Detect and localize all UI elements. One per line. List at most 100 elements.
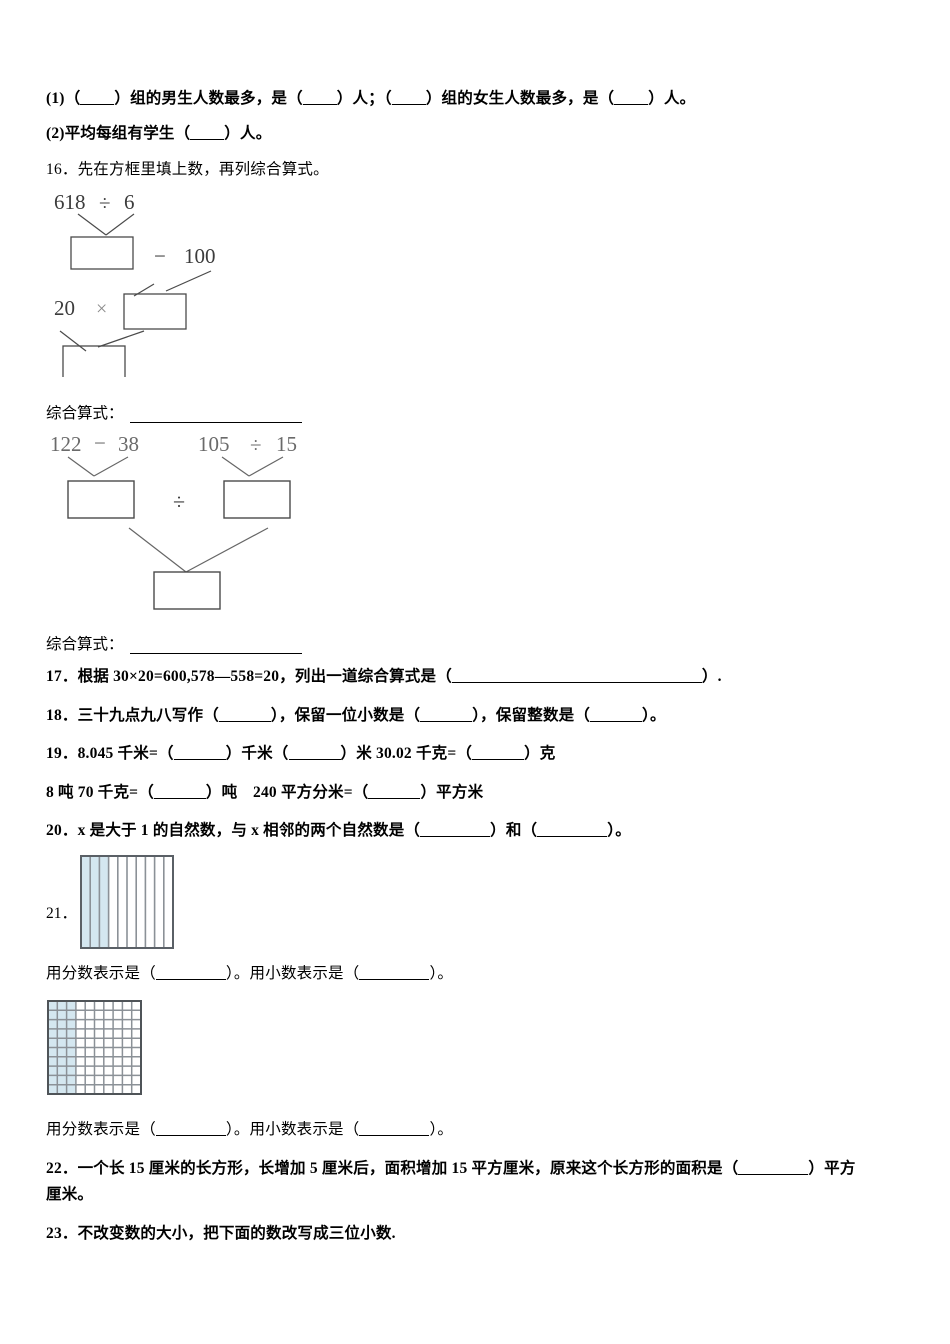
question-sub-2: (2)平均每组有学生（）人。 bbox=[46, 123, 906, 145]
q22-blank-1 bbox=[738, 1173, 809, 1175]
d1-box-3[interactable] bbox=[62, 345, 126, 378]
d2-connector-6 bbox=[185, 527, 269, 573]
q19-number: 19． bbox=[46, 745, 78, 763]
q23-text: 不改变数的大小，把下面的数改写成三位小数. bbox=[77, 1224, 396, 1242]
q21-answer-line-1: 用分数表示是（）。用小数表示是（）。 bbox=[46, 963, 906, 985]
formula-rule-1[interactable] bbox=[129, 409, 302, 424]
q19-blank-3 bbox=[472, 759, 525, 761]
d2-middle-operator: ÷ bbox=[173, 489, 185, 514]
d1-connector-1 bbox=[77, 213, 107, 236]
square-grid-holder bbox=[46, 999, 906, 1099]
d2-connector-5 bbox=[128, 527, 187, 573]
sub1-blank-4 bbox=[614, 104, 649, 105]
d2-connector-2 bbox=[93, 456, 129, 477]
d2-box-result[interactable] bbox=[153, 571, 221, 611]
q21-ans2-a: 用分数表示是（ bbox=[46, 1121, 156, 1139]
sub2-label: (2) bbox=[46, 125, 65, 143]
q21-ans1-blank-1 bbox=[155, 978, 226, 980]
d1-mid-right: 100 bbox=[184, 244, 216, 268]
stripe-grid-lines bbox=[89, 855, 165, 948]
q18-blank-3 bbox=[590, 720, 643, 722]
q18-text-b: ），保留一位小数是（ bbox=[270, 706, 421, 724]
formula-label-1: 综合算式： bbox=[46, 405, 124, 423]
q21-ans2-blank-2 bbox=[359, 1135, 430, 1137]
q18-text-c: ），保留整数是（ bbox=[472, 706, 591, 724]
question-22-line-1: 22．一个长 15 厘米的长方形，长增加 5 厘米后，面积增加 15 平方厘米，… bbox=[46, 1158, 906, 1180]
d1-connector-4 bbox=[165, 270, 212, 292]
formula-label-2: 综合算式： bbox=[46, 636, 124, 654]
q20-text-c: ）。 bbox=[607, 822, 631, 840]
question-19-line-1: 19．8.045 千米=（）千米（）米 30.02 千克=（）克 bbox=[46, 743, 906, 765]
stripe-grid-icon bbox=[80, 854, 174, 949]
q21-ans1-c: ）。 bbox=[429, 964, 454, 982]
q17-blank-1 bbox=[451, 682, 702, 684]
d2-right-expr-b: 15 bbox=[276, 432, 297, 456]
q19-blank-1 bbox=[173, 759, 226, 761]
q19-line2-a: 8 吨 70 千克=（ bbox=[46, 783, 154, 801]
q17-text-b: ）. bbox=[701, 668, 722, 686]
q20-text-b: ）和（ bbox=[490, 822, 538, 840]
d2-box-right[interactable] bbox=[223, 480, 291, 520]
d2-connector-1 bbox=[67, 456, 95, 477]
square-grid-horizontal-lines bbox=[48, 1009, 141, 1086]
d1-bottom-left: 20 bbox=[54, 296, 75, 320]
sub1-blank-2 bbox=[302, 104, 337, 105]
d1-box-1[interactable] bbox=[70, 236, 134, 271]
sub1-text-b: ）组的男生人数最多，是（ bbox=[114, 90, 303, 107]
q22-text-b: ）平方 bbox=[808, 1159, 856, 1177]
question-21: 21． bbox=[46, 853, 906, 955]
q21-ans2-c: ）。 bbox=[429, 1121, 454, 1139]
question-22-line-2: 厘米。 bbox=[46, 1184, 906, 1206]
q19-blank-2 bbox=[288, 759, 341, 761]
flow-diagram-2-svg: 122 − 38 105 ÷ 15 ÷ bbox=[50, 431, 297, 611]
d2-right-expr-a: 105 bbox=[198, 432, 230, 456]
q20-text-a: x 是大于 1 的自然数，与 x 相邻的两个自然数是（ bbox=[77, 822, 421, 840]
q21-ans2-b: ）。用小数表示是（ bbox=[225, 1121, 360, 1139]
q18-blank-2 bbox=[420, 720, 473, 722]
q18-number: 18． bbox=[46, 706, 78, 724]
q21-ans1-b: ）。用小数表示是（ bbox=[225, 964, 360, 982]
d1-box-2[interactable] bbox=[123, 293, 187, 331]
question-23: 23．不改变数的大小，把下面的数改写成三位小数. bbox=[46, 1223, 906, 1245]
q19-blank-5 bbox=[368, 797, 421, 799]
flow-diagram-1: 618 ÷ 6 − 100 20 × bbox=[46, 187, 906, 378]
d1-top-right: 6 bbox=[124, 190, 135, 214]
sub1-label: (1) bbox=[46, 90, 65, 107]
d1-mid-operator: − bbox=[154, 244, 166, 268]
q21-number: 21． bbox=[46, 904, 78, 922]
formula-rule-2[interactable] bbox=[129, 640, 302, 655]
q21-ans2-blank-1 bbox=[155, 1135, 226, 1137]
flow-diagram-2: 122 − 38 105 ÷ 15 ÷ bbox=[46, 429, 906, 614]
stripe-grid-shaded-region bbox=[81, 855, 109, 948]
q19-line2-c: ）平方米 bbox=[420, 783, 484, 801]
d1-bottom-operator: × bbox=[96, 298, 107, 320]
q19-line2-b: ）吨 240 平方分米=（ bbox=[205, 783, 369, 801]
q22-number: 22． bbox=[46, 1159, 78, 1177]
q22-text-c: 厘米。 bbox=[46, 1186, 94, 1204]
question-19-line-2: 8 吨 70 千克=（ ）吨 240 平方分米=（ ）平方米 bbox=[46, 782, 906, 804]
q23-number: 23． bbox=[46, 1224, 78, 1242]
question-16: 16．先在方框里填上数，再列综合算式。 bbox=[46, 159, 906, 181]
d2-box-left[interactable] bbox=[67, 480, 135, 520]
formula-answer-line-2: 综合算式： bbox=[46, 632, 906, 655]
worksheet-content: (1)（）组的男生人数最多，是（）人；（）组的女生人数最多，是（）人。 (2)平… bbox=[46, 88, 906, 1261]
q20-number: 20． bbox=[46, 822, 78, 840]
q19-line1-c: ）米 30.02 千克=（ bbox=[340, 745, 473, 763]
question-17: 17．根据 30×20=600,578—558=20，列出一道综合算式是（）. bbox=[46, 666, 906, 688]
d2-connector-3 bbox=[221, 456, 250, 477]
question-sub-1: (1)（）组的男生人数最多，是（）人；（）组的女生人数最多，是（）人。 bbox=[46, 88, 906, 110]
q19-line1-d: ）克 bbox=[524, 745, 556, 763]
square-grid-icon bbox=[47, 1000, 142, 1096]
sub2-text-a: 平均每组有学生（ bbox=[64, 125, 191, 143]
d2-left-expr-op: − bbox=[94, 431, 106, 455]
sub1-text-e: ）人。 bbox=[648, 90, 696, 107]
q18-text-d: ）。 bbox=[642, 706, 666, 724]
d2-connector-4 bbox=[248, 456, 284, 477]
q19-blank-4 bbox=[153, 797, 206, 799]
question-18: 18．三十九点九八写作（ ），保留一位小数是（ ），保留整数是（ ）。 bbox=[46, 705, 906, 727]
sub1-text-c: ）人；（ bbox=[336, 90, 392, 107]
q18-text-a: 三十九点九八写作（ bbox=[77, 706, 219, 724]
formula-answer-line-1: 综合算式： bbox=[46, 401, 906, 424]
flow-diagram-1-svg: 618 ÷ 6 − 100 20 × bbox=[54, 190, 216, 378]
q18-blank-1 bbox=[218, 720, 271, 722]
